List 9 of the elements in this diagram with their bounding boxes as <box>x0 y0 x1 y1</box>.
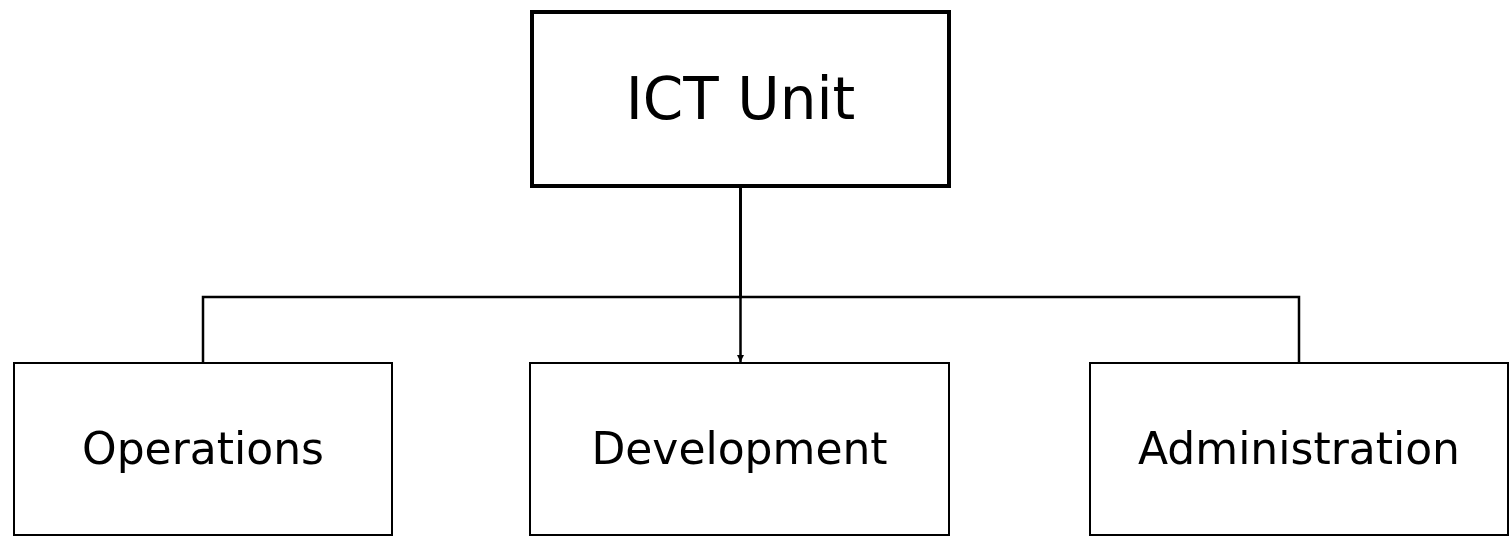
unit-name: Administration <box>1138 427 1460 471</box>
org-unit-box <box>1089 362 1509 536</box>
unit-name: ICT Unit <box>625 70 856 128</box>
connector-line <box>739 188 1301 362</box>
org-unit-box <box>13 362 393 536</box>
org-unit-box <box>529 362 950 536</box>
org-unit-box <box>530 10 951 188</box>
unit-name: Operations <box>82 427 324 471</box>
unit-name: Development <box>591 427 888 471</box>
